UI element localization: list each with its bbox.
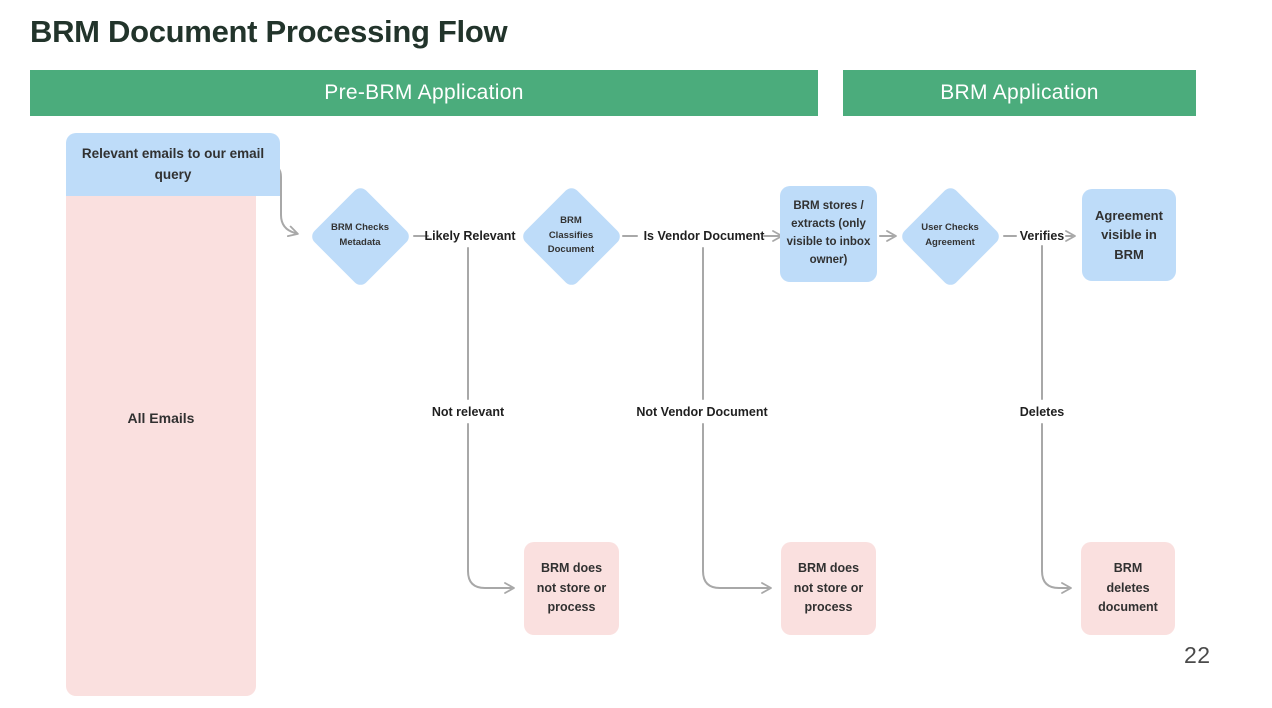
node-brm-does-not-store-1: BRM does not store or process — [524, 542, 619, 635]
node-all-emails-label: All Emails — [127, 410, 195, 426]
page-number: 22 — [1184, 642, 1211, 668]
decision-brm-classifies-document: BRM Classifies Document — [519, 184, 623, 288]
edge-label-is-vendor-document: Is Vendor Document — [643, 229, 765, 243]
node-relevant-emails-label: Relevant emails to our email query — [81, 146, 265, 182]
page-title: BRM Document Processing Flow — [30, 14, 508, 49]
node-brm-deletes-document: BRM deletes document — [1081, 542, 1175, 635]
decision-brm-classifies-document-label: BRM Classifies Document — [547, 214, 595, 256]
node-brm-deletes-document-label: BRM deletes document — [1098, 561, 1158, 615]
decision-brm-checks-metadata-label: BRM Checks Metadata — [330, 222, 390, 248]
edge-label-not-relevant: Not relevant — [431, 405, 505, 419]
edge-label-not-vendor-document: Not Vendor Document — [636, 405, 768, 419]
decision-user-checks-agreement-label: User Checks Agreement — [921, 222, 979, 248]
lane-pre-brm-label: Pre-BRM Application — [324, 81, 524, 104]
lane-brm-label: BRM Application — [940, 81, 1099, 104]
node-brm-does-not-store-1-label: BRM does not store or process — [536, 561, 607, 615]
decision-user-checks-agreement: User Checks Agreement — [898, 184, 1002, 288]
node-brm-does-not-store-2-label: BRM does not store or process — [793, 561, 864, 615]
edge-label-likely-relevant: Likely Relevant — [424, 229, 516, 243]
connector-notrelevant-to-nostore — [467, 423, 515, 594]
decision-brm-checks-metadata: BRM Checks Metadata — [308, 184, 412, 288]
node-relevant-emails: Relevant emails to our email query — [66, 133, 280, 196]
node-brm-stores-extracts-label: BRM stores / extracts (only visible to i… — [786, 200, 871, 266]
node-brm-does-not-store-2: BRM does not store or process — [781, 542, 876, 635]
node-agreement-visible-in-brm-label: Agreement visible in BRM — [1095, 207, 1163, 262]
lane-pre-brm-application: Pre-BRM Application — [30, 70, 818, 116]
connector-deletes-to-deletesdoc — [1041, 423, 1072, 594]
edge-label-verifies: Verifies — [1019, 229, 1065, 243]
node-agreement-visible-in-brm: Agreement visible in BRM — [1082, 189, 1176, 281]
edge-label-deletes: Deletes — [1019, 405, 1065, 419]
connector-notvendor-to-nostore — [702, 423, 772, 594]
node-all-emails: All Emails — [66, 196, 256, 696]
lane-brm-application: BRM Application — [843, 70, 1196, 116]
node-brm-stores-extracts: BRM stores / extracts (only visible to i… — [780, 186, 877, 282]
